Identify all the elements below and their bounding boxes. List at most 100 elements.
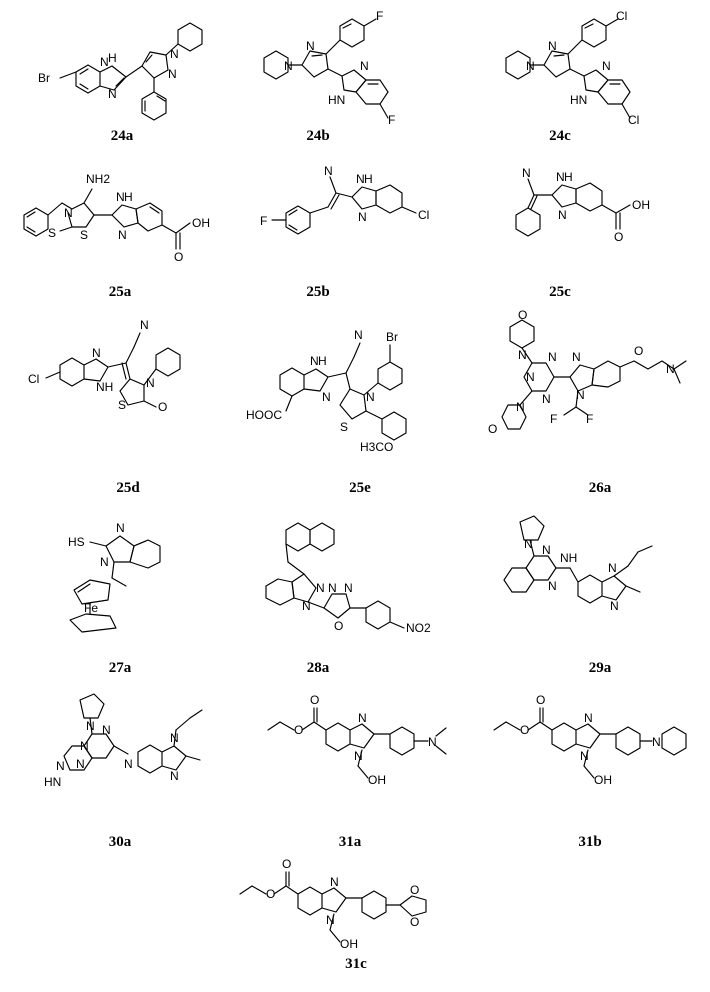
atom-label: N (168, 67, 177, 81)
atom-label: O (634, 344, 643, 358)
compound-label: 31b (578, 834, 602, 850)
structure-31b: O O N N N OH (493, 693, 687, 787)
atom-label: N (140, 318, 149, 332)
atom-label: N (652, 735, 661, 749)
atom-label: N (322, 390, 331, 404)
structure-25c: N H N N OH O (515, 166, 650, 244)
atom-label: N (56, 759, 65, 773)
atom-label: N (526, 370, 535, 384)
structure-25b: N H N N F Cl (260, 164, 429, 235)
atom-label: F (388, 113, 395, 127)
structure-24b: N N F N HN F (263, 9, 395, 127)
atom-label: S (340, 420, 348, 434)
atom-label: N (358, 711, 367, 725)
atom-label: N (542, 392, 551, 406)
atom-label: N (328, 581, 337, 595)
compound-label: 29a (588, 660, 612, 676)
atom-label: N (666, 362, 675, 376)
atom-label: O (614, 230, 623, 244)
structure-24a: Br H N N N N (38, 22, 203, 121)
atom-label: O (282, 857, 291, 871)
atom-label: Br (38, 71, 50, 85)
atom-label: N (124, 757, 133, 771)
atom-label: O (410, 915, 419, 929)
compound-label: 25d (116, 480, 140, 496)
compound-label: 31c (345, 956, 367, 972)
atom-label: N (80, 739, 89, 753)
atom-label: N (576, 388, 585, 402)
atom-label: N (584, 711, 593, 725)
atom-label: N (344, 581, 353, 595)
atom-label: O (488, 422, 497, 436)
atom-label: N (602, 59, 611, 73)
atom-label: F (586, 412, 593, 426)
atom-label: F (260, 214, 267, 228)
atom-label: Cl (628, 113, 639, 127)
structure-30a: N N N N N HN N N N (44, 693, 203, 789)
atom-label: N (548, 39, 557, 53)
atom-label: O (334, 619, 343, 633)
atom-label: OH (368, 773, 386, 787)
atom-label: N (356, 172, 365, 186)
atom-label: N (324, 164, 333, 178)
atom-label: N (170, 731, 179, 745)
atom-label: S (80, 228, 88, 242)
atom-label: HN (570, 93, 587, 107)
atom-label: Cl (616, 9, 627, 23)
atom-label: Cl (418, 208, 429, 222)
structure-24c: N N Cl N HN Cl (505, 9, 639, 127)
atom-label: N (86, 719, 95, 733)
atom-label: HN (44, 775, 61, 789)
atom-label: N (358, 210, 367, 224)
atom-label: N (354, 749, 363, 763)
atom-label: N (116, 190, 125, 204)
atom-label: N (360, 59, 369, 73)
atom-label: N (556, 170, 565, 184)
atom-label: N (526, 59, 535, 73)
atom-label: N (76, 757, 85, 771)
atom-label: N (310, 354, 319, 368)
atom-label: N (354, 328, 363, 342)
compound-label: 25a (108, 284, 132, 300)
atom-label: N (116, 521, 125, 535)
atom-label: N (330, 875, 339, 889)
compound-label: 27a (108, 660, 132, 676)
atom-label: NH (96, 380, 113, 394)
atom-label: HS (68, 535, 85, 549)
atom-label: N (524, 537, 533, 551)
atom-label: N (146, 376, 155, 390)
structure-28a: N N N N O NO2 (265, 522, 431, 635)
atom-label: Br (386, 330, 398, 344)
compound-label: 30a (108, 834, 132, 850)
atom-label: N (608, 561, 617, 575)
atom-label: N (516, 400, 525, 414)
atom-label: Fe (84, 601, 98, 615)
atom-label: N (326, 913, 335, 927)
structure-29a: N N NH N N N (503, 515, 653, 613)
atom-label: OH (632, 198, 650, 212)
atom-label: N (548, 579, 557, 593)
atom-label: NH (560, 551, 577, 565)
compound-label: 26a (588, 480, 612, 496)
structure-31a: O O N N N OH (267, 693, 447, 787)
atom-label: HOOC (246, 408, 282, 422)
atom-label: N (170, 47, 179, 61)
atom-label: O (410, 883, 419, 897)
atom-label: N (100, 555, 109, 569)
compound-label: 24b (306, 128, 330, 144)
atom-label: N (118, 228, 127, 242)
atom-label: N (542, 543, 551, 557)
compound-label: 28a (306, 660, 330, 676)
atom-label: N (580, 749, 589, 763)
atom-label: H (564, 170, 573, 184)
structure-25a: NH2 N S S H N N OH O (23, 172, 210, 264)
atom-label: O (536, 693, 545, 707)
atom-label: OH (340, 937, 358, 951)
atom-label: H (364, 172, 373, 186)
atom-label: N (316, 581, 325, 595)
compound-label: 24a (110, 128, 134, 144)
structure-25d: N Cl N NH N S O (28, 318, 181, 414)
atom-label: O (266, 887, 275, 901)
atom-label: OH (192, 216, 210, 230)
